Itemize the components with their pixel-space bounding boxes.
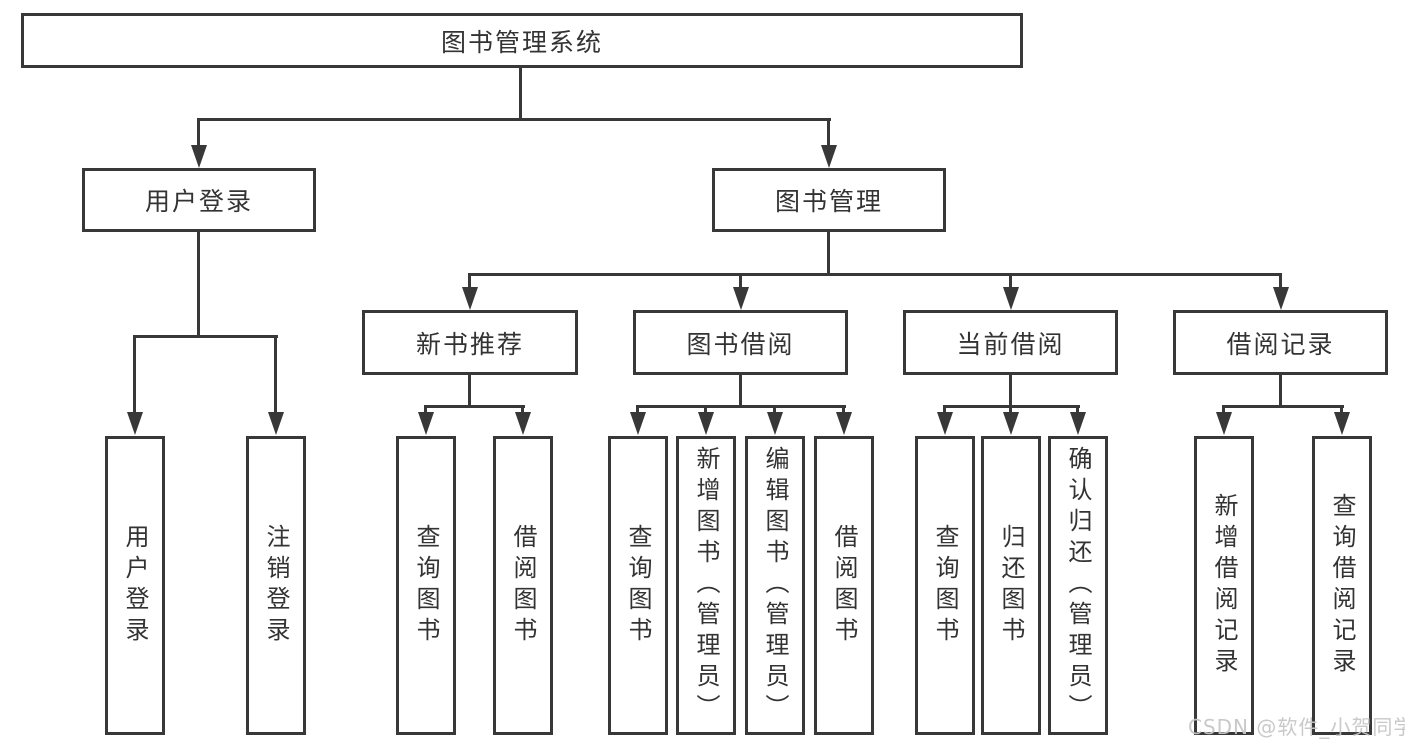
connector-user-login-branch (133, 335, 278, 338)
connector-to-user-login-stem (197, 118, 200, 147)
connector-root-branch (197, 118, 831, 121)
arrow-to-book-borrow (733, 287, 749, 310)
arrow-to-leaf-borrow-book-1 (515, 412, 531, 435)
connector-user-login-stem (197, 229, 200, 337)
node-leaf-confirm-return-admin: 确认归还（管理员） (1048, 436, 1108, 735)
arrow-to-user-login (191, 145, 207, 168)
connector-to-new-book-stem (468, 273, 471, 289)
connector-to-current-borrow-stem (1009, 273, 1012, 289)
node-user-login: 用户登录 (82, 168, 316, 232)
node-leaf-borrow-book-2: 借阅图书 (814, 436, 874, 735)
node-book-borrow: 图书借阅 (633, 310, 848, 375)
node-root-label: 图书管理系统 (440, 27, 603, 57)
node-leaf-borrow-book-1: 借阅图书 (493, 436, 553, 735)
arrow-to-leaf-query-book-1 (418, 412, 434, 435)
connector-root-stem (519, 66, 522, 120)
leaf-label: 编辑图书（管理员） (761, 446, 789, 725)
connector-book-management-stem (827, 229, 830, 275)
arrow-to-borrow-records (1273, 287, 1289, 310)
leaf-label: 借阅图书 (509, 523, 537, 648)
connector-new-book-stem (468, 372, 471, 407)
csdn-watermark: CSDN @软件_小贺同学 (1188, 715, 1405, 739)
connector-leaf-stem (773, 405, 776, 415)
connector-book-management-branch (468, 273, 1282, 276)
node-leaf-query-book-1: 查询图书 (396, 436, 456, 735)
arrow-to-book-management (821, 145, 837, 168)
leaf-label: 查询借阅记录 (1328, 492, 1356, 679)
connector-leaf-stem (1009, 405, 1012, 415)
connector-leaf-stem (424, 405, 427, 415)
connector-book-borrow-stem2 (739, 372, 742, 407)
node-leaf-query-borrow-record: 查询借阅记录 (1312, 436, 1372, 735)
connector-leaf-stem (842, 405, 845, 415)
node-book-borrow-label: 图书借阅 (686, 329, 795, 359)
leaf-label: 归还图书 (997, 523, 1025, 648)
connector-leaf-stem (521, 405, 524, 415)
arrow-to-leaf-query-book-2 (630, 412, 646, 435)
connector-to-book-management-stem (827, 118, 830, 147)
node-book-management-label: 图书管理 (774, 187, 883, 216)
arrow-to-leaf-confirm-return (1070, 412, 1086, 435)
connector-borrow-records-stem2 (1279, 372, 1282, 407)
leaf-label: 新增图书（管理员） (692, 446, 720, 725)
connector-leaf-stem (1222, 405, 1225, 415)
arrow-to-leaf-borrow-book-2 (836, 412, 852, 435)
node-leaf-query-book-2: 查询图书 (608, 436, 668, 735)
connector-to-borrow-records-stem (1279, 273, 1282, 289)
arrow-to-leaf-query-book-3 (937, 412, 953, 435)
connector-to-leaf-login-stem (133, 335, 136, 415)
leaf-label: 查询图书 (412, 523, 440, 648)
node-current-borrow-label: 当前借阅 (956, 329, 1065, 359)
connector-new-book-branch (424, 405, 525, 408)
node-leaf-logout: 注销登录 (246, 436, 306, 735)
connector-leaf-stem (1076, 405, 1079, 415)
node-current-borrow: 当前借阅 (903, 310, 1118, 375)
connector-leaf-stem (704, 405, 707, 415)
node-new-book-recommend: 新书推荐 (362, 310, 578, 375)
node-leaf-add-book-admin: 新增图书（管理员） (676, 436, 736, 735)
leaf-label: 查询图书 (624, 523, 652, 648)
node-borrow-records-label: 借阅记录 (1226, 329, 1335, 359)
arrow-to-leaf-add-book (698, 412, 714, 435)
leaf-label: 确认归还（管理员） (1064, 446, 1092, 725)
arrow-to-leaf-query-record (1334, 412, 1350, 435)
arrow-to-leaf-login (127, 412, 143, 435)
node-leaf-return-book: 归还图书 (981, 436, 1041, 735)
connector-book-borrow-branch (636, 405, 846, 408)
connector-leaf-stem (636, 405, 639, 415)
leaf-label: 查询图书 (931, 523, 959, 648)
connector-leaf-stem (943, 405, 946, 415)
connector-leaf-stem (1340, 405, 1343, 415)
arrow-to-leaf-add-record (1216, 412, 1232, 435)
node-borrow-records: 借阅记录 (1173, 310, 1388, 375)
leaf-label: 新增借阅记录 (1210, 492, 1238, 679)
connector-to-leaf-logout-stem (274, 335, 277, 415)
node-book-management: 图书管理 (712, 168, 946, 232)
node-leaf-edit-book-admin: 编辑图书（管理员） (745, 436, 805, 735)
node-leaf-query-book-3: 查询图书 (915, 436, 975, 735)
arrow-to-leaf-return-book (1003, 412, 1019, 435)
arrow-to-leaf-logout (268, 412, 284, 435)
leaf-label: 借阅图书 (830, 523, 858, 648)
arrow-to-new-book (462, 287, 478, 310)
node-new-book-recommend-label: 新书推荐 (415, 329, 524, 359)
node-leaf-user-login: 用户登录 (105, 436, 165, 735)
arrow-to-leaf-edit-book (767, 412, 783, 435)
node-root: 图书管理系统 (21, 13, 1023, 68)
leaf-label: 用户登录 (121, 523, 149, 648)
connector-current-borrow-stem2 (1009, 372, 1012, 407)
connector-to-book-borrow-stem (739, 273, 742, 289)
node-user-login-label: 用户登录 (144, 187, 253, 216)
leaf-label: 注销登录 (262, 523, 290, 648)
connector-borrow-records-branch (1222, 405, 1344, 408)
node-leaf-add-borrow-record: 新增借阅记录 (1194, 436, 1254, 735)
arrow-to-current-borrow (1003, 287, 1019, 310)
